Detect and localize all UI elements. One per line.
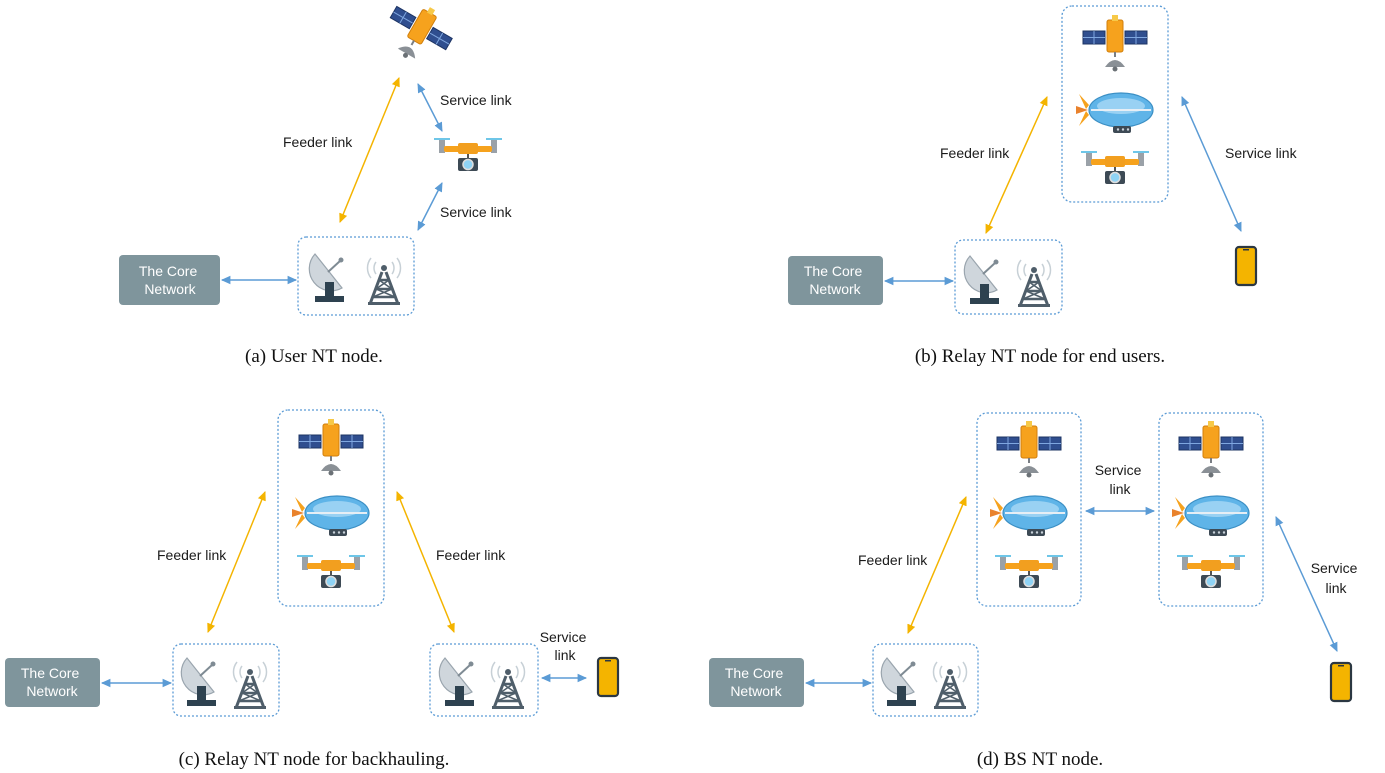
caption-b: (b) Relay NT node for end users. — [915, 346, 1165, 367]
feeder-link-arrow-left — [207, 491, 266, 633]
nt-platform-box — [277, 409, 385, 607]
panel-b: The Core Network Feeder link Service lin… — [788, 5, 1298, 367]
caption-d: (d) BS NT node. — [977, 749, 1103, 770]
core-network-box — [709, 658, 804, 707]
feeder-link-arrow-right — [396, 491, 455, 633]
feeder-link-label: Feeder link — [940, 145, 1010, 161]
feeder-link-label: Feeder link — [283, 134, 353, 150]
service-link-label-bottom: Service link — [440, 204, 513, 220]
service-link-label-right: Service link — [1311, 560, 1362, 596]
drone-icon — [433, 138, 503, 172]
core-network-label: The Core Network — [139, 263, 201, 297]
ground-station-box — [954, 239, 1063, 315]
satellite-dish-icon — [963, 255, 1000, 305]
drone-icon — [1176, 555, 1246, 589]
satellite-icon — [298, 418, 364, 477]
nt-platform-box-left — [976, 412, 1082, 607]
phone-icon — [1329, 661, 1353, 703]
service-link-arrow — [1181, 96, 1242, 232]
panel-c: The Core Network Feeder link Feeder link… — [5, 409, 620, 770]
core-network-box — [5, 658, 100, 707]
airship-icon — [989, 495, 1068, 537]
core-network-label: The Core Network — [725, 665, 787, 699]
service-link-arrow-right — [1275, 516, 1338, 652]
satellite-icon — [1178, 420, 1244, 479]
feeder-link-arrow — [985, 96, 1048, 234]
service-link-arrow-top — [417, 83, 443, 132]
drone-icon — [296, 555, 366, 589]
satellite-dish-icon — [438, 657, 475, 707]
phone-icon — [596, 656, 620, 698]
panel-d: The Core Network Feeder link Service lin… — [709, 412, 1362, 770]
panel-a: The Core Network Feeder link Service lin… — [119, 0, 513, 367]
core-network-box — [119, 255, 220, 305]
core-network-label: The Core Network — [21, 665, 83, 699]
satellite-dish-icon — [180, 657, 217, 707]
satellite-icon — [375, 0, 462, 75]
service-link-label: Service link — [1225, 145, 1298, 161]
service-link-label: Service link — [540, 629, 591, 663]
airship-icon — [291, 495, 370, 537]
cell-tower-icon — [231, 660, 269, 711]
feeder-link-label-right: Feeder link — [436, 547, 506, 563]
ground-station-box-right — [429, 643, 539, 717]
cell-tower-icon — [365, 256, 403, 307]
service-link-label-middle: Service link — [1095, 462, 1146, 497]
cell-tower-icon — [1015, 258, 1053, 309]
core-network-box — [788, 256, 883, 305]
nt-platform-box — [1061, 5, 1169, 203]
satellite-dish-icon — [880, 657, 917, 707]
feeder-link-arrow — [339, 77, 400, 223]
satellite-dish-icon — [308, 253, 345, 303]
core-network-label: The Core Network — [804, 263, 866, 297]
service-link-arrow-bottom — [417, 182, 443, 231]
satellite-icon — [1082, 14, 1148, 73]
phone-icon — [1234, 245, 1258, 287]
feeder-link-arrow — [907, 496, 967, 634]
drone-icon — [1080, 151, 1150, 185]
service-link-label-top: Service link — [440, 92, 513, 108]
ground-station-box — [872, 643, 979, 717]
airship-icon — [1171, 495, 1250, 537]
ground-station-box-left — [172, 643, 280, 717]
feeder-link-label: Feeder link — [858, 552, 928, 568]
nt-platform-box-right — [1158, 412, 1264, 607]
cell-tower-icon — [489, 660, 527, 711]
airship-icon — [1075, 92, 1154, 134]
satellite-icon — [996, 420, 1062, 479]
drone-icon — [994, 555, 1064, 589]
ground-station-box — [297, 236, 415, 316]
cell-tower-icon — [931, 660, 969, 711]
caption-a: (a) User NT node. — [245, 346, 383, 367]
feeder-link-label-left: Feeder link — [157, 547, 227, 563]
caption-c: (c) Relay NT node for backhauling. — [179, 749, 450, 770]
